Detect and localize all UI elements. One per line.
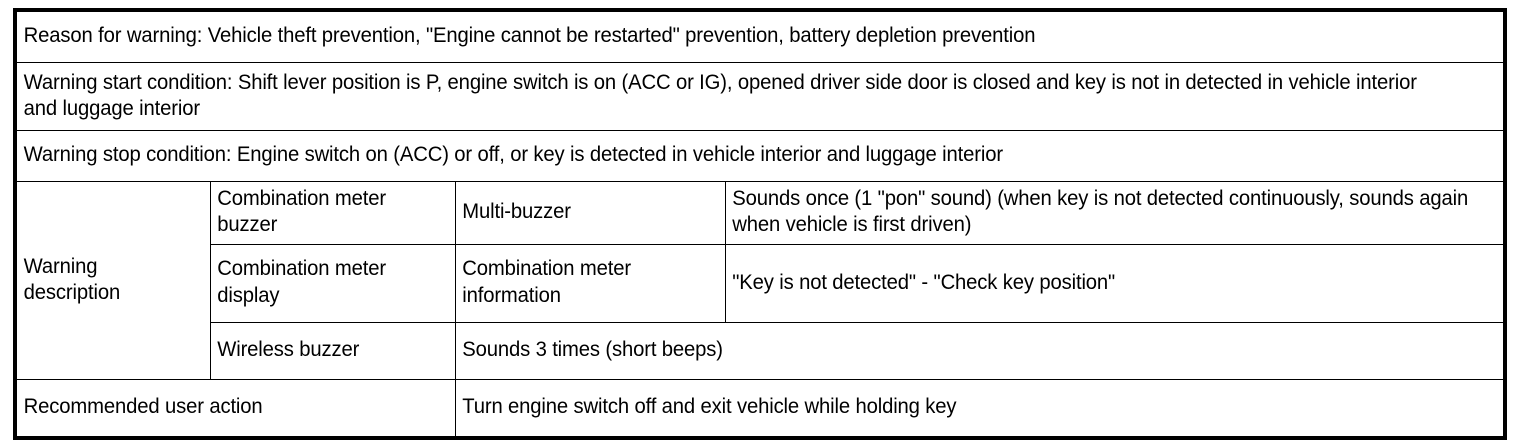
warning-description-label-cell: Warning description xyxy=(15,181,204,380)
warning-detail-cell: Sounds 3 times (short beeps) xyxy=(454,321,1469,380)
warning-stop-condition-cell: Warning stop condition: Engine switch on… xyxy=(15,130,1453,182)
warning-description-label: Warning description xyxy=(23,254,121,304)
warning-type-label: Multi-buzzer xyxy=(462,200,571,224)
warning-start-condition-text: Warning start condition: Shift lever pos… xyxy=(23,70,1417,120)
warning-detail-text: Sounds 3 times (short beeps) xyxy=(462,338,723,362)
warning-device-cell: Wireless buzzer xyxy=(210,321,447,380)
table-row: Warning start condition: Shift lever pos… xyxy=(15,62,1505,131)
table-row: Reason for warning: Vehicle theft preven… xyxy=(15,10,1505,63)
warning-device-label: Combination meter buzzer xyxy=(217,187,386,237)
warning-type-cell: Combination meter information xyxy=(454,243,717,323)
warning-detail-cell: "Key is not detected" - "Check key posit… xyxy=(724,243,1478,323)
warning-specification-sheet: Reason for warning: Vehicle theft preven… xyxy=(13,8,1507,440)
recommended-action-text: Turn engine switch off and exit vehicle … xyxy=(462,395,957,419)
warning-detail-text: "Key is not detected" - "Check key posit… xyxy=(732,270,1116,294)
warning-device-cell: Combination meter buzzer xyxy=(209,181,447,245)
recommended-action-label-cell: Recommended user action xyxy=(15,378,441,438)
warning-detail-cell: Sounds once (1 "pon" sound) (when key is… xyxy=(724,181,1478,245)
warning-type-label: Combination meter information xyxy=(462,257,631,307)
reason-for-warning-text: Reason for warning: Vehicle theft preven… xyxy=(23,24,1036,48)
reason-for-warning-cell: Reason for warning: Vehicle theft preven… xyxy=(15,10,1453,63)
warning-type-cell: Multi-buzzer xyxy=(454,181,717,245)
table-row: Wireless buzzer Sounds 3 times (short be… xyxy=(15,321,1505,380)
table-row: Warning description Combination meter bu… xyxy=(15,181,1505,380)
recommended-action-label: Recommended user action xyxy=(23,395,263,419)
warning-stop-condition-text: Warning stop condition: Engine switch on… xyxy=(23,143,1003,167)
recommended-action-value-cell: Turn engine switch off and exit vehicle … xyxy=(454,378,1469,438)
warning-detail-text: Sounds once (1 "pon" sound) (when key is… xyxy=(732,187,1469,237)
table-row: Recommended user action Turn engine swit… xyxy=(15,378,1505,438)
warning-specification-table: Reason for warning: Vehicle theft preven… xyxy=(13,8,1507,440)
warning-start-condition-cell: Warning start condition: Shift lever pos… xyxy=(15,62,1453,131)
warning-device-label: Combination meter display xyxy=(217,257,386,307)
warning-device-label: Wireless buzzer xyxy=(217,338,360,362)
warning-device-cell: Combination meter display xyxy=(210,243,447,323)
table-row: Combination meter display Combination me… xyxy=(15,243,1505,323)
table-row: Warning stop condition: Engine switch on… xyxy=(15,130,1505,182)
